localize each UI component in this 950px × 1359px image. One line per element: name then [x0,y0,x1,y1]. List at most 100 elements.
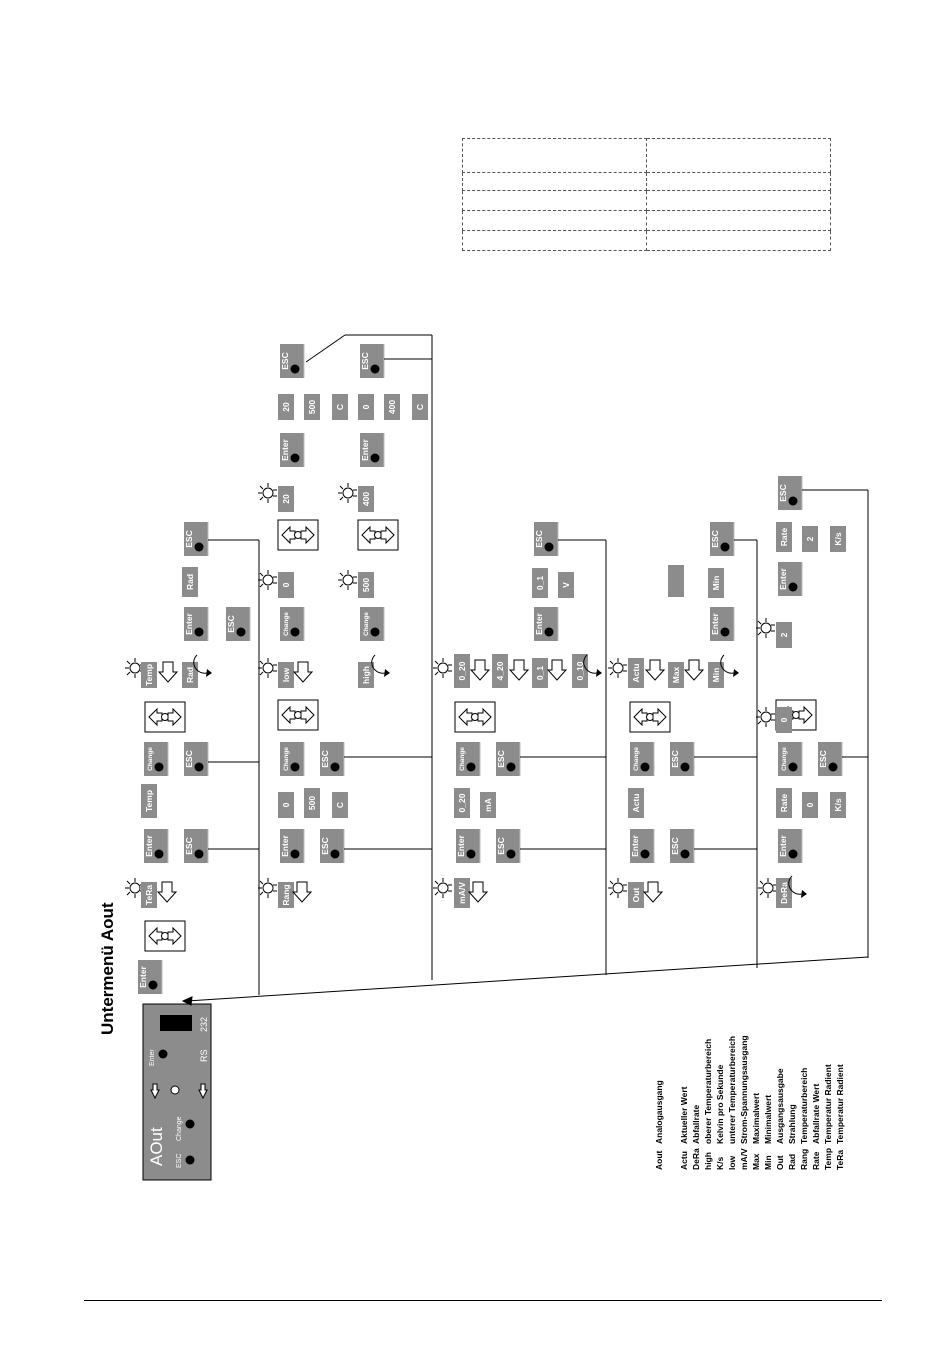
key-label: Enter [778,567,788,589]
device-enter-dot[interactable] [158,1049,168,1059]
change-button[interactable]: Change [778,742,803,776]
esc-button[interactable]: ESC [710,522,735,556]
enter-button[interactable]: Enter [360,433,385,467]
device-esc-dot[interactable] [185,1155,195,1165]
esc-button[interactable]: ESC [184,829,209,863]
legend-abbr: Rad [787,1154,797,1170]
key-dot [828,762,838,772]
key-dot [370,627,380,637]
key-dot [290,627,300,637]
enter-button[interactable]: Enter [138,960,163,994]
connector-lines [181,956,869,1006]
key-label: Enter [280,834,290,856]
navigation-arrows-icon[interactable] [357,519,399,551]
navigation-arrows-icon[interactable] [144,701,186,733]
enter-button[interactable]: Enter [534,607,559,641]
key-dot [330,762,340,772]
esc-button[interactable]: ESC [184,742,209,776]
enter-button[interactable]: Enter [778,829,803,863]
next-arrow-icon [684,659,704,681]
navigation-arrows-icon[interactable] [144,920,186,952]
esc-button[interactable]: ESC [496,742,521,776]
change-button[interactable]: Change [456,742,481,776]
enter-button[interactable]: Enter [630,829,655,863]
lamp-icon [607,877,628,899]
key-label: Change [633,747,640,771]
value-box: 400 [358,486,374,512]
esc-button[interactable]: ESC [534,522,559,556]
value-box: 0 [278,792,294,818]
device-change-dot[interactable] [185,1119,195,1129]
esc-button[interactable]: ESC [320,829,345,863]
value-label: Min [711,668,721,683]
value-label: Max [671,666,681,683]
key-dot [290,364,300,374]
enter-button[interactable]: Enter [280,829,305,863]
device-nav-arrows[interactable] [150,1083,208,1100]
lamp-icon [432,877,453,899]
value-box: Actu [628,788,644,818]
change-button[interactable]: Change [144,742,169,776]
legend-text: Abfallrate [691,1105,701,1144]
navigation-arrows-icon[interactable] [454,701,496,733]
esc-button[interactable]: ESC [280,344,305,378]
value-box: Rate [776,788,792,818]
enter-button[interactable]: Enter [184,607,209,641]
value-label: 500 [307,400,317,414]
value-label: 2 [779,632,789,637]
esc-button[interactable]: ESC [778,476,803,510]
device-label-esc: ESC [176,1154,183,1168]
key-dot [330,849,340,859]
enter-button[interactable]: Enter [778,562,803,596]
key-label: ESC [226,615,236,632]
value-label: C [335,802,345,808]
esc-button[interactable]: ESC [184,522,209,556]
value-label: K/s [833,798,843,812]
value-box: DeRa [776,878,792,908]
legend-text: Analogausgang [654,1080,664,1144]
esc-button[interactable]: ESC [320,742,345,776]
value-box: 400 [384,394,400,420]
enter-button[interactable]: Enter [456,829,481,863]
change-button[interactable]: Change [630,742,655,776]
enter-button[interactable]: Enter [280,433,305,467]
change-button[interactable]: Change [360,607,385,641]
navigation-arrows-icon[interactable] [277,519,319,551]
value-box: high [358,662,374,688]
legend-abbr: Out [775,1155,785,1170]
value-box: 500 [358,572,374,598]
value-label: mA/V [457,882,467,904]
value-box: Min [708,662,724,688]
change-button[interactable]: Change [280,607,305,641]
value-label: Temp [144,790,154,812]
key-label: ESC [496,837,506,854]
value-box: 4_20 [492,654,508,688]
key-label: ESC [360,352,370,369]
value-box: Rang [278,882,294,908]
navigation-arrows-icon[interactable] [277,699,319,731]
value-label: 400 [387,400,397,414]
key-dot [544,627,554,637]
value-box: C [332,792,348,818]
esc-button[interactable]: ESC [226,607,251,641]
esc-button[interactable]: ESC [818,742,843,776]
value-label: 4_20 [495,661,505,680]
value-box: TeRa [141,882,157,908]
change-button[interactable]: Change [280,742,305,776]
esc-button[interactable]: ESC [496,829,521,863]
key-label: Change [283,747,290,771]
lamp-icon [257,482,278,504]
header-table [462,138,831,251]
key-dot [506,762,516,772]
esc-button[interactable]: ESC [670,742,695,776]
enter-button[interactable]: Enter [710,607,735,641]
esc-button[interactable]: ESC [360,344,385,378]
value-label: 20 [281,494,291,504]
value-box: 0 [278,572,294,598]
navigation-arrows-icon[interactable] [629,701,671,733]
enter-button[interactable]: Enter [144,829,169,863]
esc-button[interactable]: ESC [670,829,695,863]
